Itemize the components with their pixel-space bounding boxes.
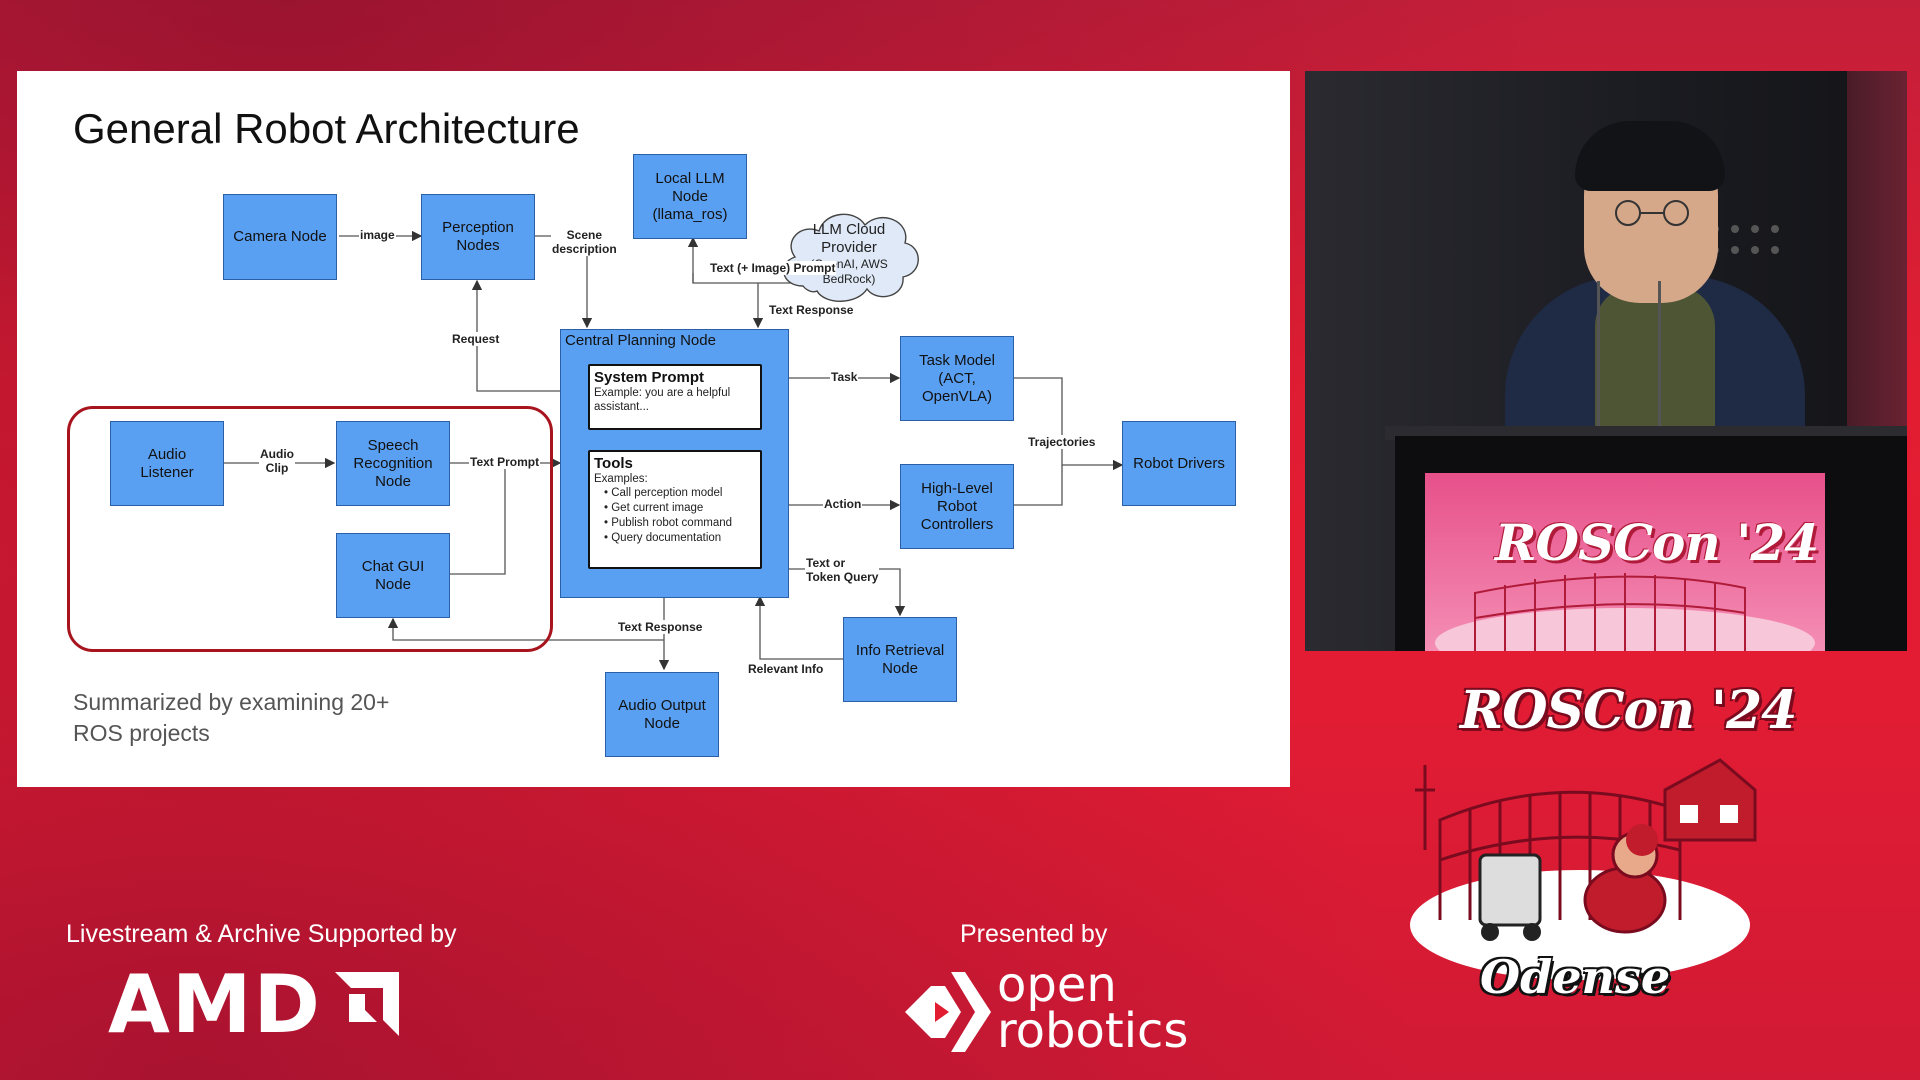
presented-by-label: Presented by xyxy=(960,920,1108,948)
presentation-slide: General Robot Architecture xyxy=(17,71,1290,787)
tool-item: Publish robot command xyxy=(604,516,756,531)
cloud-icon xyxy=(782,213,919,302)
livestream-sponsor-label: Livestream & Archive Supported by xyxy=(66,920,457,948)
open-robotics-icon xyxy=(905,972,991,1052)
tools-list: Call perception model Get current image … xyxy=(594,486,756,546)
microphone xyxy=(1658,281,1661,431)
logo-event-name: ROSCon '24 xyxy=(1460,680,1797,741)
microphone xyxy=(1597,281,1600,431)
speaker-hair xyxy=(1575,121,1725,191)
high-level-controllers-node: High-Level Robot Controllers xyxy=(900,464,1014,549)
amd-arrow-icon xyxy=(335,972,399,1036)
system-prompt-text: Example: you are a helpful assistant... xyxy=(594,387,731,413)
task-model-node: Task Model (ACT, OpenVLA) xyxy=(900,336,1014,421)
edge-trajectories xyxy=(1014,377,1124,471)
central-planning-node: Central Planning Node System Prompt Exam… xyxy=(560,329,789,598)
camera-node: Camera Node xyxy=(223,194,337,280)
edge-label-task: Task xyxy=(830,370,859,384)
roscon-illustration-icon xyxy=(1410,758,1757,980)
logo-city: Odense xyxy=(1480,950,1671,1004)
amd-logo: AMD xyxy=(108,958,322,1051)
edge-label-text-token-query: Text or Token Query xyxy=(805,556,880,584)
roscon-logo: ROSCon '24 Odense xyxy=(1380,670,1797,1030)
audio-output-node: Audio Output Node xyxy=(605,672,719,757)
audio-interface-group xyxy=(67,406,553,652)
edge-label-text-response-top: Text Response xyxy=(768,303,855,317)
edge-label-text-image-prompt: Text (+ Image) Prompt xyxy=(709,261,837,275)
edge-label-request: Request xyxy=(451,332,501,346)
llm-cloud-provider: LLM Cloud Provider (OpenAI, AWS BedRock) xyxy=(791,221,907,287)
edge-label-image: image xyxy=(359,228,396,242)
audio-listener-node: Audio Listener xyxy=(110,421,224,506)
edge-request xyxy=(471,279,560,392)
podium-screen: ROSCon '24 xyxy=(1425,473,1825,651)
tool-item: Call perception model xyxy=(604,486,756,501)
edge-label-audio-clip: Audio Clip xyxy=(259,447,295,475)
system-prompt-title: System Prompt xyxy=(594,369,705,386)
open-robotics-wordmark: open robotics xyxy=(997,957,1189,1059)
slide-summary: Summarized by examining 20+ ROS projects xyxy=(73,689,390,746)
central-planning-title: Central Planning Node xyxy=(565,332,716,349)
local-llm-node: Local LLM Node (llama_ros) xyxy=(633,154,747,239)
edge-relevant-info xyxy=(754,595,843,660)
edge-label-text-response-bottom: Text Response xyxy=(617,620,704,634)
edge-label-text-prompt: Text Prompt xyxy=(469,455,541,469)
chat-gui-node: Chat GUI Node xyxy=(336,533,450,618)
edge-label-relevant-info: Relevant Info xyxy=(747,662,825,676)
info-retrieval-node: Info Retrieval Node xyxy=(843,617,957,702)
tools-examples-label: Examples: xyxy=(594,473,648,485)
tool-item: Query documentation xyxy=(604,531,756,546)
tool-item: Get current image xyxy=(604,501,756,516)
cloud-title: LLM Cloud Provider xyxy=(812,221,886,256)
edge-label-scene-description: Scene description xyxy=(551,228,618,256)
edge-label-action: Action xyxy=(823,497,863,511)
tools-box: Tools Examples: Call perception model Ge… xyxy=(588,450,762,569)
podium-screen-text: ROSCon '24 xyxy=(1495,513,1819,572)
system-prompt-box: System Prompt Example: you are a helpful… xyxy=(588,364,762,430)
speaker-camera-feed: ROSCon '24 xyxy=(1305,71,1907,651)
slide-title: General Robot Architecture xyxy=(73,105,580,152)
perception-nodes: Perception Nodes xyxy=(421,194,535,280)
speech-recognition-node: Speech Recognition Node xyxy=(336,421,450,506)
robot-drivers-node: Robot Drivers xyxy=(1122,421,1236,506)
edge-label-trajectories: Trajectories xyxy=(1027,435,1097,449)
podium-building-icon xyxy=(1435,573,1815,651)
tools-title: Tools xyxy=(594,455,633,472)
glasses-icon xyxy=(1615,200,1689,226)
